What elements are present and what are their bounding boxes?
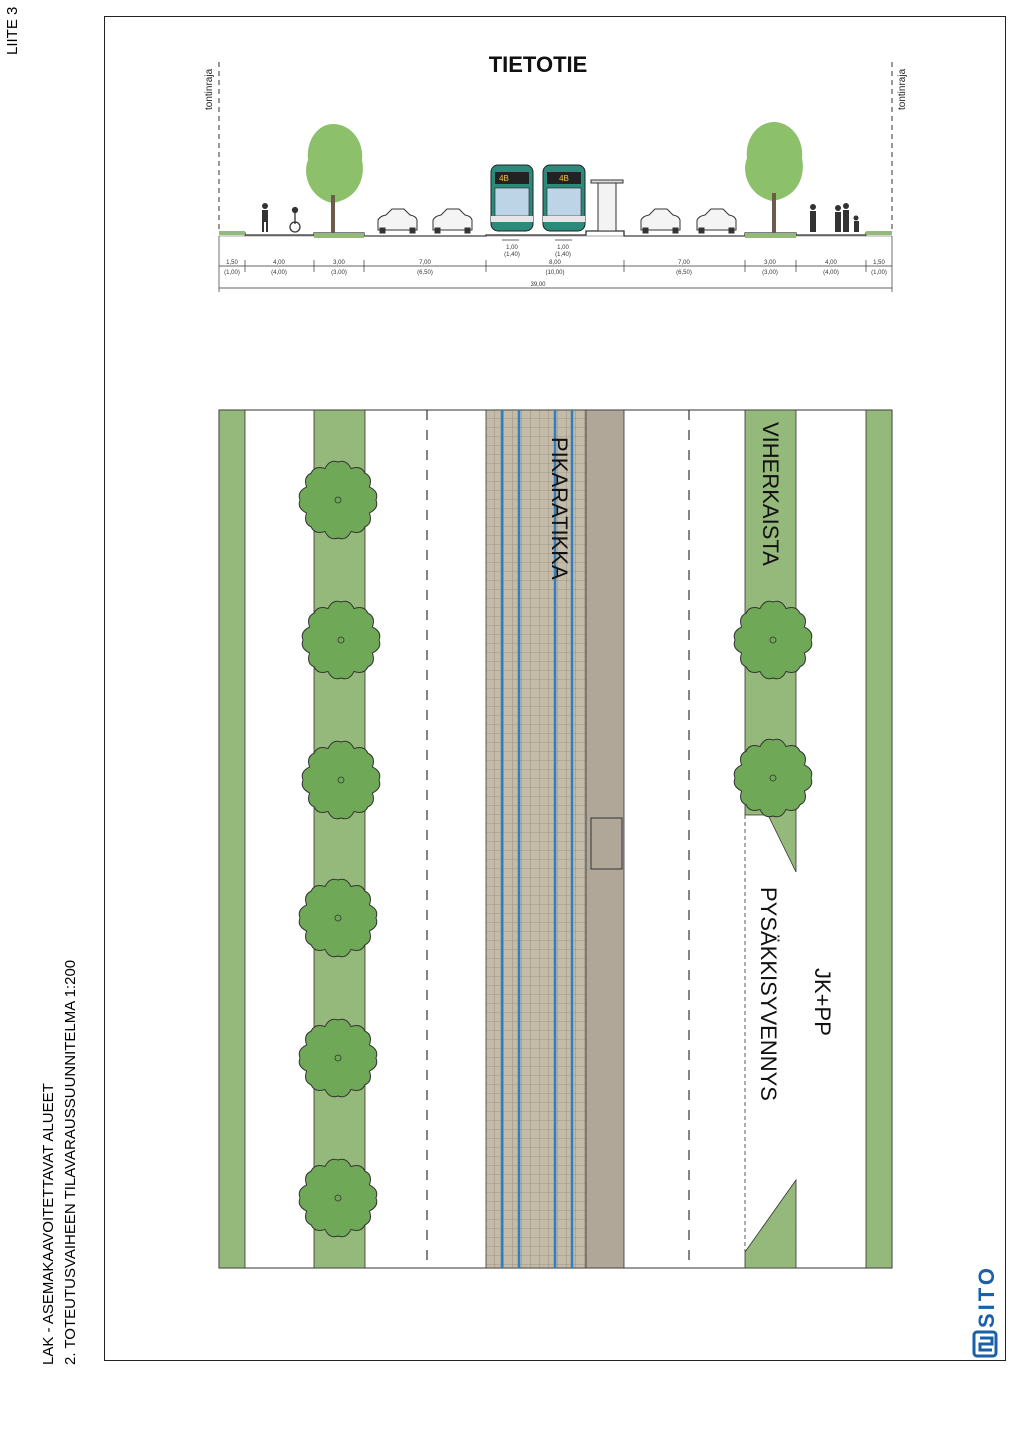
svg-text:(1,00): (1,00) — [871, 270, 887, 276]
pedestrian-group-icon — [810, 203, 859, 232]
tram-rails — [500, 410, 574, 1268]
svg-text:4,00: 4,00 — [825, 260, 837, 266]
tree-canopy-icon — [298, 1158, 378, 1238]
svg-text:1,00: 1,00 — [557, 245, 569, 251]
svg-text:1,00: 1,00 — [506, 245, 518, 251]
tree-canopy-icon — [298, 1018, 378, 1098]
drawing-frame — [104, 16, 1006, 1361]
svg-text:(1,00): (1,00) — [224, 270, 240, 276]
svg-text:3,00: 3,00 — [333, 260, 345, 266]
label-pikaratikka: PIKARATIKKA — [547, 437, 572, 580]
tree-canopy-icon — [301, 740, 381, 820]
green-strip-left — [314, 233, 364, 238]
sito-logo: SITO — [972, 1250, 1000, 1360]
green-strip-right — [745, 233, 796, 238]
pedestrian-icon — [262, 203, 268, 232]
svg-text:(6,50): (6,50) — [676, 270, 692, 276]
edge-green-right — [866, 231, 892, 235]
tree-canopy-icon — [733, 738, 813, 818]
logo-mark-icon — [972, 1330, 998, 1358]
svg-text:(3,00): (3,00) — [331, 270, 347, 276]
plan-view: PIKARATIKKA VIHERKAISTA PYSÄKKISYVENNYS … — [218, 409, 893, 1269]
svg-text:3,00: 3,00 — [764, 260, 776, 266]
tree-canopy-icon — [298, 460, 378, 540]
tram-sign: 4B — [559, 174, 569, 183]
green-strip-left — [313, 409, 366, 1269]
tree-canopy-icon — [301, 600, 381, 680]
svg-text:39,00: 39,00 — [530, 282, 546, 288]
svg-text:(4,00): (4,00) — [823, 270, 839, 276]
car-icon — [640, 208, 681, 234]
tree-canopy-icon — [298, 878, 378, 958]
cyclist-icon — [289, 206, 301, 233]
tram-icon: 4B — [542, 164, 586, 232]
svg-text:8,00: 8,00 — [549, 260, 561, 266]
svg-text:4,00: 4,00 — [273, 260, 285, 266]
tram-shelter-icon — [590, 179, 624, 232]
svg-text:1,50: 1,50 — [226, 260, 238, 266]
green-strip-right-lower — [744, 1178, 797, 1269]
svg-text:(6,50): (6,50) — [417, 270, 433, 276]
car-icon — [432, 208, 473, 234]
car-icon — [696, 208, 737, 234]
svg-text:1,50: 1,50 — [873, 260, 885, 266]
dimension-labels: 1,50 (1,00) 4,00 (4,00) 3,00 (3,00) 7,00 (6,… — [224, 245, 887, 288]
tram-platform — [585, 409, 625, 1269]
cross-section: TIETOTIE tontinraja tontinraja — [204, 52, 908, 292]
tree-canopy-icon — [733, 600, 813, 680]
svg-text:7,00: 7,00 — [419, 260, 431, 266]
svg-text:(1,40): (1,40) — [555, 252, 571, 258]
label-pysakkisyvennys: PYSÄKKISYVENNYS — [756, 887, 781, 1101]
plan-trees — [298, 460, 813, 1238]
tram-sign: 4B — [499, 174, 509, 183]
edge-green-left — [219, 231, 245, 235]
svg-text:(1,40): (1,40) — [504, 252, 520, 258]
tram-icon: 4B — [490, 164, 534, 232]
edge-green-right — [865, 409, 893, 1269]
boundary-label-right: tontinraja — [897, 68, 908, 110]
car-icon — [377, 208, 418, 234]
svg-text:(4,00): (4,00) — [271, 270, 287, 276]
svg-text:(10,00): (10,00) — [545, 270, 564, 276]
label-jk-pp: JK+PP — [810, 968, 835, 1036]
tree-icon — [745, 122, 803, 233]
label-viherkaista: VIHERKAISTA — [758, 422, 783, 566]
edge-green-left — [218, 409, 246, 1269]
tree-icon — [306, 124, 363, 233]
svg-text:7,00: 7,00 — [678, 260, 690, 266]
shelter-plan — [590, 817, 623, 870]
svg-text:(3,00): (3,00) — [762, 270, 778, 276]
road-name: TIETOTIE — [489, 52, 588, 77]
boundary-label-left: tontinraja — [204, 68, 215, 110]
dimension-lines — [218, 236, 893, 292]
